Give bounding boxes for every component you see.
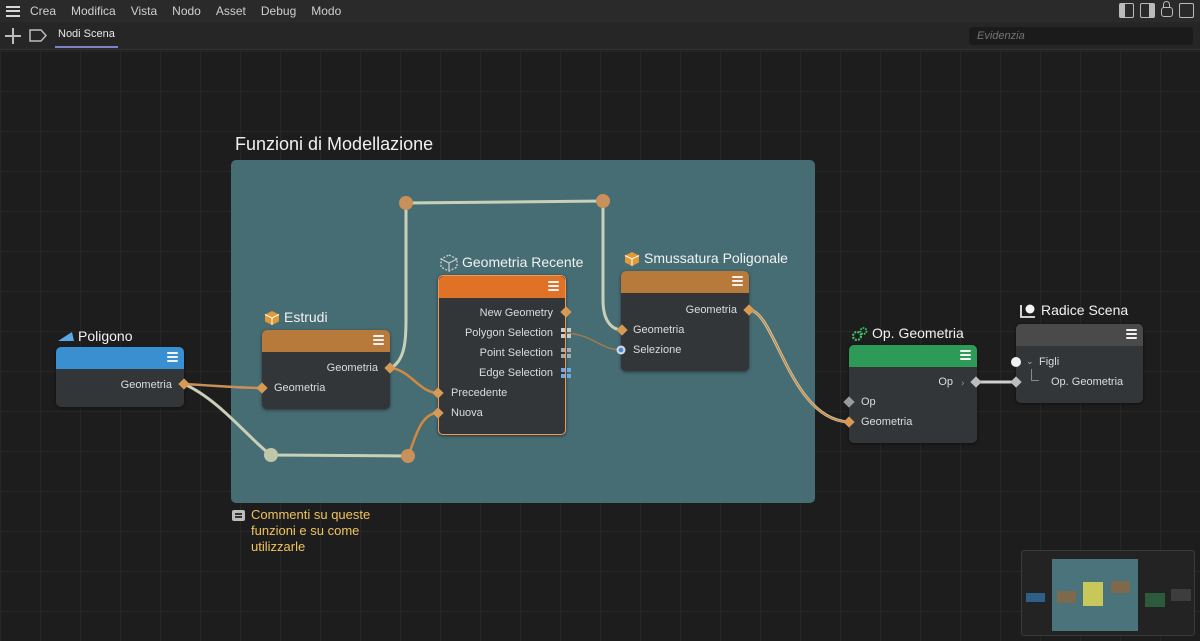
port-out-geometria[interactable]: Geometria <box>326 362 378 374</box>
port-geometria[interactable]: Geometria <box>861 416 913 428</box>
node-header <box>439 276 565 298</box>
node-op-geometria[interactable]: Op Op Geometria <box>849 345 977 443</box>
node-header <box>621 271 749 293</box>
hamburger-menu-icon[interactable] <box>6 5 20 17</box>
minimap-node <box>1145 593 1165 607</box>
port-new-geometry[interactable]: New Geometry <box>479 307 553 319</box>
port-point-selection[interactable]: Point Selection <box>479 347 553 359</box>
node-header <box>1016 324 1143 346</box>
add-icon[interactable] <box>5 28 21 44</box>
node-geometria-recente[interactable]: New Geometry Polygon Selection Point Sel… <box>438 275 566 435</box>
node-header <box>56 347 184 369</box>
port-op-out[interactable]: Op <box>938 376 953 388</box>
port-edge-selection[interactable]: Edge Selection <box>479 367 553 379</box>
tab-bar: Nodi Scena <box>0 22 1200 50</box>
port-child-op-geometria[interactable]: Op. Geometria <box>1051 376 1124 388</box>
node-title-smussatura[interactable]: Smussatura Poligonale <box>624 250 788 267</box>
port-in-geometria[interactable]: Geometria <box>633 324 685 336</box>
port-nuova[interactable]: Nuova <box>451 407 483 419</box>
tab-nodi-scena[interactable]: Nodi Scena <box>55 28 118 48</box>
menu-asset[interactable]: Asset <box>215 4 246 18</box>
menu-vista[interactable]: Vista <box>130 4 158 18</box>
gears-icon <box>852 327 868 342</box>
lock-icon[interactable] <box>1161 1 1173 17</box>
node-title-poligono[interactable]: Poligono <box>58 328 133 344</box>
minimap-node <box>1057 591 1076 603</box>
node-menu-icon[interactable] <box>167 352 178 362</box>
chevron-down-icon[interactable]: ⌄ <box>1026 356 1034 366</box>
scene-root-icon <box>1020 304 1035 319</box>
port-figli[interactable]: Figli <box>1039 356 1060 368</box>
search-input[interactable] <box>969 27 1193 45</box>
panel-right-icon[interactable] <box>1140 3 1155 18</box>
node-smussatura[interactable]: Geometria Geometria Selezione <box>621 271 749 371</box>
polygon-icon <box>58 332 74 342</box>
node-title-estrudi[interactable]: Estrudi <box>264 309 328 326</box>
port-selezione[interactable]: Selezione <box>633 344 682 356</box>
menu-modo[interactable]: Modo <box>311 4 342 18</box>
menu-nodo[interactable]: Nodo <box>172 4 201 18</box>
minimap-node <box>1026 593 1045 602</box>
comment-text[interactable]: Commenti su queste funzioni e su come ut… <box>251 507 371 554</box>
cube-icon <box>264 311 280 326</box>
menu-modifica[interactable]: Modifica <box>71 4 116 18</box>
port-polygon-selection[interactable]: Polygon Selection <box>464 327 553 339</box>
minimap-node <box>1083 582 1103 606</box>
window-controls <box>1119 1 1194 18</box>
node-radice-scena[interactable]: ⌄ Figli Op. Geometria <box>1016 324 1143 403</box>
node-estrudi[interactable]: Geometria Geometria <box>262 330 390 409</box>
port-out-geometria[interactable]: Geometria <box>120 379 172 391</box>
port-in-geometria[interactable]: Geometria <box>274 382 326 394</box>
node-title-geometria-recente[interactable]: Geometria Recente <box>440 254 583 273</box>
node-poligono[interactable]: Geometria <box>56 347 184 407</box>
node-title-op-geometria[interactable]: Op. Geometria <box>852 325 964 342</box>
minimap-node <box>1171 589 1191 601</box>
node-title-radice-scena[interactable]: Radice Scena <box>1019 302 1128 319</box>
node-menu-icon[interactable] <box>373 335 384 345</box>
menu-debug[interactable]: Debug <box>260 4 297 18</box>
node-menu-icon[interactable] <box>1126 329 1137 339</box>
node-menu-icon[interactable] <box>548 281 559 291</box>
group-title[interactable]: Funzioni di Modellazione <box>235 134 434 154</box>
port-precedente[interactable]: Precedente <box>451 387 508 399</box>
port-op-in[interactable]: Op <box>861 396 876 408</box>
cube-icon <box>624 252 640 267</box>
menu-bar: Crea Modifica Vista Nodo Asset Debug Mod… <box>0 0 1200 22</box>
minimap-node <box>1111 581 1130 593</box>
node-menu-icon[interactable] <box>960 350 971 360</box>
node-menu-icon[interactable] <box>732 276 743 286</box>
comment-icon[interactable] <box>232 510 245 521</box>
node-header <box>849 345 977 367</box>
tag-icon[interactable] <box>29 29 47 42</box>
cube-outline-icon <box>440 254 458 273</box>
port-out-geometria[interactable]: Geometria <box>685 304 737 316</box>
node-header <box>262 330 390 352</box>
panel-left-icon[interactable] <box>1119 3 1134 18</box>
minimap[interactable] <box>1021 550 1195 636</box>
tree-branch <box>1031 369 1039 381</box>
menu-crea[interactable]: Crea <box>30 4 57 18</box>
external-window-icon[interactable] <box>1179 3 1194 18</box>
